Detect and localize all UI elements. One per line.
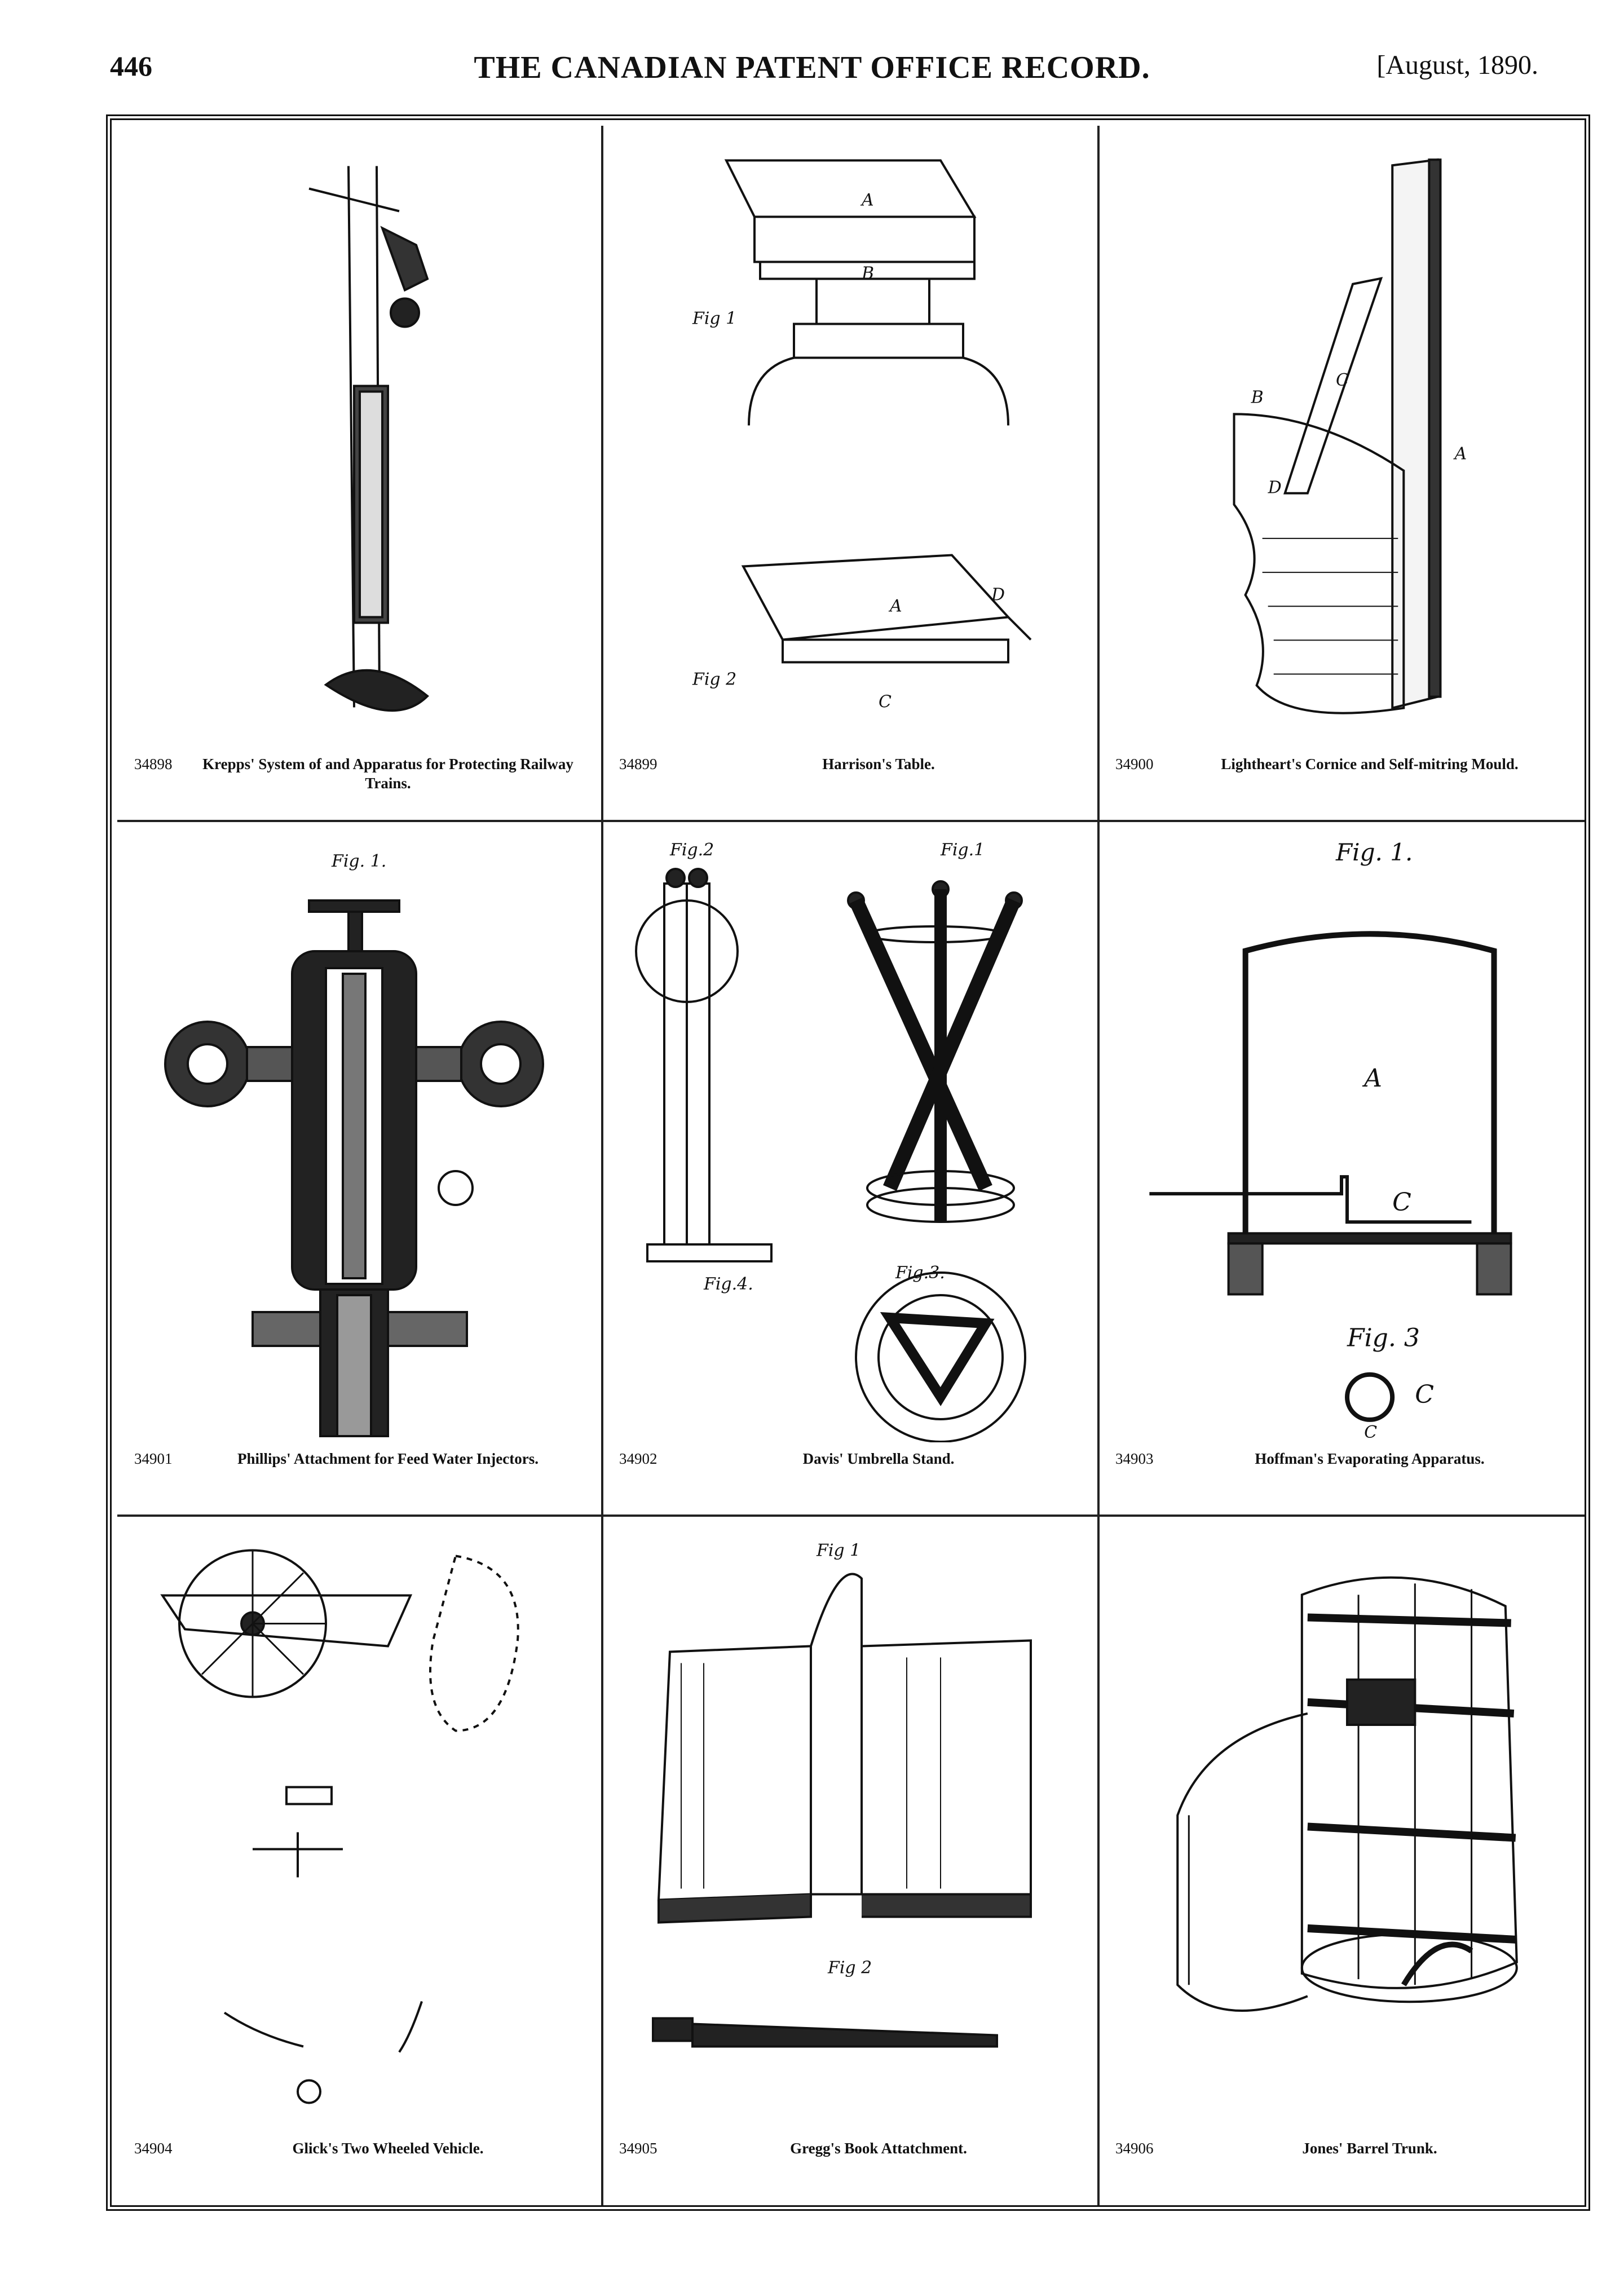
patent-title: Glick's Two Wheeled Vehicle.: [292, 2140, 484, 2157]
patent-cell-34903: Fig. 1. A C Fig. 3 C C 34903 Hoffman's E…: [1098, 821, 1585, 1516]
patent-caption: 34905 Gregg's Book Attatchment.: [619, 2139, 1082, 2191]
patent-caption: 34899 Harrison's Table.: [619, 754, 1082, 806]
patent-cell-34904: 34904 Glick's Two Wheeled Vehicle.: [117, 1516, 602, 2205]
patent-cell-34899: Fig 1 A B Fig 2 A D C 34899 Harrison's T…: [602, 126, 1098, 821]
evaporating-apparatus-illustration: Fig. 1. A C Fig. 3 C C: [1121, 838, 1562, 1442]
patent-number: 34898: [134, 756, 173, 772]
grid-divider: [1097, 126, 1100, 2205]
patent-title: Jones' Barrel Trunk.: [1302, 2140, 1437, 2157]
figure-label: A: [1362, 1064, 1382, 1093]
patent-plate: 34898 Krepps' System of and Apparatus fo…: [106, 114, 1590, 2211]
patent-title: Davis' Umbrella Stand.: [802, 1450, 955, 1467]
figure-label: Fig 2: [827, 1958, 872, 1978]
grid-divider: [601, 126, 603, 2205]
patent-cell-34905: Fig 1 Fig 2 34905 Gregg's Book Attatchme…: [602, 1516, 1098, 2205]
figure-label: A: [860, 191, 874, 210]
figure-label: D: [1268, 478, 1282, 498]
figure-label: C: [1364, 1423, 1377, 1442]
patent-title: Lightheart's Cornice and Self-mitring Mo…: [1221, 756, 1519, 772]
patent-number: 34900: [1115, 756, 1154, 772]
patent-title: Hoffman's Evaporating Apparatus.: [1255, 1450, 1485, 1467]
figure-label: Fig. 3: [1347, 1324, 1420, 1353]
table-illustration: Fig 1 A B Fig 2 A D C: [625, 143, 1076, 748]
figure-label: C: [1336, 370, 1349, 390]
patent-title: Krepps' System of and Apparatus for Prot…: [202, 756, 573, 792]
patent-caption: 34906 Jones' Barrel Trunk.: [1115, 2139, 1568, 2191]
figure-label: C: [1392, 1188, 1411, 1217]
barrel-trunk-illustration: [1121, 1533, 1562, 2132]
figure-label: B: [1251, 387, 1264, 407]
figure-label: D: [991, 585, 1005, 605]
patent-caption: 34901 Phillips' Attachment for Feed Wate…: [134, 1449, 585, 1501]
page-header: 446 THE CANADIAN PATENT OFFICE RECORD. […: [0, 0, 1624, 113]
patent-cell-34906: 34906 Jones' Barrel Trunk.: [1098, 1516, 1585, 2205]
figure-label: Fig.4.: [703, 1274, 753, 1294]
patent-number: 34904: [134, 2140, 173, 2157]
figure-label: Fig 1: [816, 1541, 860, 1561]
patent-caption: 34898 Krepps' System of and Apparatus fo…: [134, 754, 585, 806]
feed-water-injector-illustration: Fig. 1.: [140, 838, 580, 1442]
figure-label: Fig.1: [940, 840, 985, 860]
patent-caption: 34904 Glick's Two Wheeled Vehicle.: [134, 2139, 585, 2191]
umbrella-stand-illustration: Fig.2 Fig.4. Fig.1 Fig.3.: [625, 838, 1076, 1442]
issue-date: [August, 1890.: [1376, 50, 1538, 80]
grid-divider: [117, 1515, 1585, 1517]
figure-label: Fig 1: [692, 309, 736, 329]
figure-label: Fig.2: [669, 840, 714, 860]
figure-label: C: [879, 692, 892, 712]
patent-caption: 34900 Lightheart's Cornice and Self-mitr…: [1115, 754, 1568, 806]
figure-label: A: [1453, 444, 1467, 464]
grid-divider: [117, 820, 1585, 822]
railway-train-illustration: [140, 143, 580, 748]
figure-label: Fig. 1.: [1335, 838, 1413, 866]
patent-number: 34905: [619, 2140, 657, 2157]
patent-title: Harrison's Table.: [822, 756, 935, 772]
patent-number: 34899: [619, 756, 657, 772]
figure-label: B: [861, 264, 874, 284]
figure-label: Fig. 1.: [331, 851, 386, 871]
book-attachment-illustration: Fig 1 Fig 2: [625, 1533, 1076, 2132]
figure-label: C: [1415, 1380, 1434, 1409]
patent-title: Gregg's Book Attatchment.: [790, 2140, 967, 2157]
patent-caption: 34903 Hoffman's Evaporating Apparatus.: [1115, 1449, 1568, 1501]
patent-number: 34903: [1115, 1450, 1154, 1467]
publication-title: THE CANADIAN PATENT OFFICE RECORD.: [474, 50, 1150, 85]
patent-number: 34901: [134, 1450, 173, 1467]
patent-number: 34902: [619, 1450, 657, 1467]
page-number: 446: [110, 50, 152, 82]
patent-title: Phillips' Attachment for Feed Water Inje…: [237, 1450, 539, 1467]
figure-label: A: [888, 597, 902, 616]
patent-caption: 34902 Davis' Umbrella Stand.: [619, 1449, 1082, 1501]
patent-cell-34901: Fig. 1. 34901 Phillips' Attachment f: [117, 821, 602, 1516]
patent-cell-34900: B C D A 34900 Lightheart's Cornice and S…: [1098, 126, 1585, 821]
patent-cell-34902: Fig.2 Fig.4. Fig.1 Fig.3.: [602, 821, 1098, 1516]
figure-label: Fig 2: [692, 670, 736, 690]
two-wheeled-vehicle-illustration: [140, 1533, 580, 2132]
cornice-mould-illustration: B C D A: [1121, 143, 1562, 748]
patent-cell-34898: 34898 Krepps' System of and Apparatus fo…: [117, 126, 602, 821]
patent-number: 34906: [1115, 2140, 1154, 2157]
